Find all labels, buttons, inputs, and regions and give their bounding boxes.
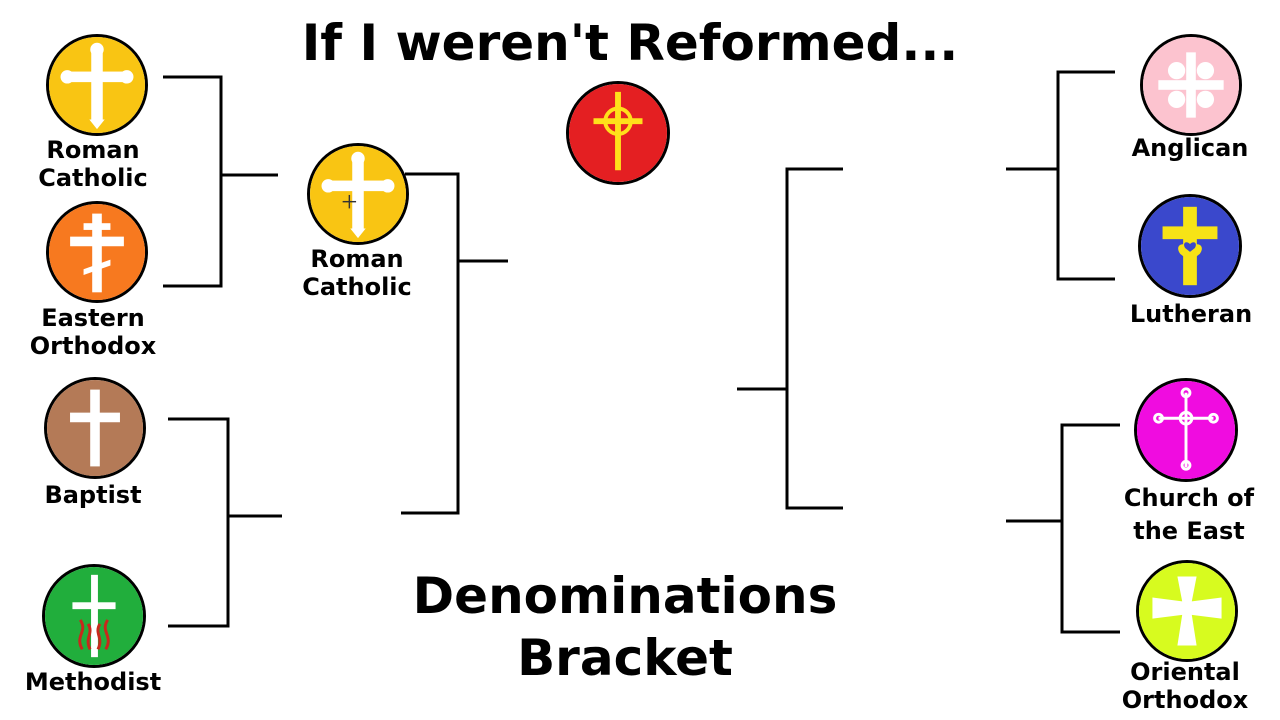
eastern-orthodox-emblem (46, 201, 148, 303)
celtic-cross-icon (569, 84, 667, 182)
bracket-right-r2 (785, 167, 843, 510)
methodist-label: Methodist (24, 668, 162, 696)
champion-emblem (566, 81, 670, 185)
baptist-label: Baptist (44, 481, 142, 509)
cross-and-flame-icon (45, 567, 143, 665)
assyrian-cross-icon (1137, 381, 1235, 479)
anglican-emblem (1140, 34, 1242, 136)
bracket-left-r1-bottom (168, 417, 230, 628)
lutheran-label: Lutheran (1129, 300, 1253, 328)
church-of-the-east-emblem (1134, 378, 1238, 482)
anglican-label: Anglican (1131, 134, 1249, 162)
methodist-emblem (42, 564, 146, 668)
coptic-cross-icon (1139, 563, 1235, 659)
latin-cross-icon (47, 380, 143, 476)
bracket-left-r2 (401, 172, 460, 515)
page-title: If I weren't Reformed... (301, 14, 959, 72)
roman-catholic-emblem (46, 34, 148, 136)
compass-rose-cross-icon (1143, 37, 1239, 133)
bracket-right-r1-bottom (1060, 423, 1120, 634)
move-cursor-icon (342, 194, 357, 209)
bracket-left-r1-top (163, 75, 223, 288)
bracket-right-r1-top (1056, 70, 1115, 281)
luther-cross-icon (1141, 197, 1239, 295)
baptist-emblem (44, 377, 146, 479)
orthodox-cross-icon (49, 204, 145, 300)
budded-cross-icon (49, 37, 145, 133)
budded-cross-icon (310, 146, 406, 242)
oriental-orthodox-emblem (1136, 560, 1238, 662)
round2-roman-catholic-emblem (307, 143, 409, 245)
lutheran-emblem (1138, 194, 1242, 298)
